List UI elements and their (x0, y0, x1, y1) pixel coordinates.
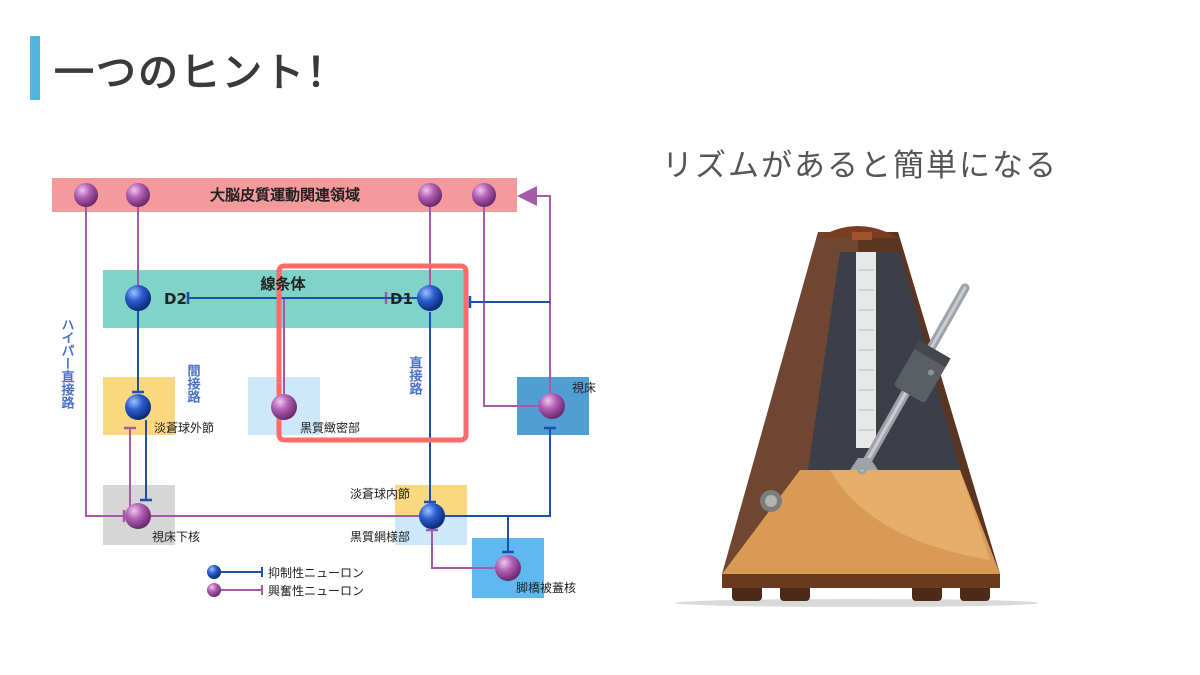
ppn-neuron (495, 555, 521, 581)
stn-label: 視床下核 (152, 529, 200, 544)
snc-neuron (271, 394, 297, 420)
thalamus-neuron (539, 393, 565, 419)
gpi-neuron (419, 503, 445, 529)
d1-neuron (417, 285, 443, 311)
gpe-neuron (125, 394, 151, 420)
legend-excitatory-dot (207, 583, 221, 597)
cortex-to-thalamus-line (484, 195, 540, 406)
striatum-label: 線条体 (260, 275, 306, 293)
legend: 抑制性ニューロン 興奮性ニューロン (207, 565, 364, 598)
stn-neuron (125, 503, 151, 529)
d2-neuron (125, 285, 151, 311)
legend-inhibitory-label: 抑制性ニューロン (268, 565, 364, 580)
cortex-neuron-4 (472, 183, 496, 207)
metronome-illustration (675, 226, 1039, 607)
direct-label: 直接路 (407, 355, 423, 395)
indirect-label: 間接路 (185, 364, 201, 403)
thalamus-to-cortex-line (527, 196, 550, 405)
d2-label: D2 (164, 290, 187, 308)
hyperdirect-line (86, 195, 130, 516)
thalamus-label: 視床 (572, 380, 596, 395)
legend-inhibitory-dot (207, 565, 221, 579)
cortex-neuron-1 (74, 183, 98, 207)
snc-label: 黒質緻密部 (300, 420, 360, 435)
snr-label: 黒質網様部 (350, 529, 410, 544)
gpe-label: 淡蒼球外節 (154, 420, 214, 435)
hyperdirect-label: ハイパー直接路 (59, 318, 75, 409)
d1-label: D1 (390, 290, 413, 308)
cortex-label: 大脳皮質運動関連領域 (210, 186, 360, 204)
cortex-neuron-2 (126, 183, 150, 207)
gpi-label: 淡蒼球内節 (350, 486, 410, 501)
legend-excitatory-label: 興奮性ニューロン (268, 583, 364, 598)
cortex-neuron-3 (418, 183, 442, 207)
ppn-label: 脚橋被蓋核 (516, 580, 576, 595)
